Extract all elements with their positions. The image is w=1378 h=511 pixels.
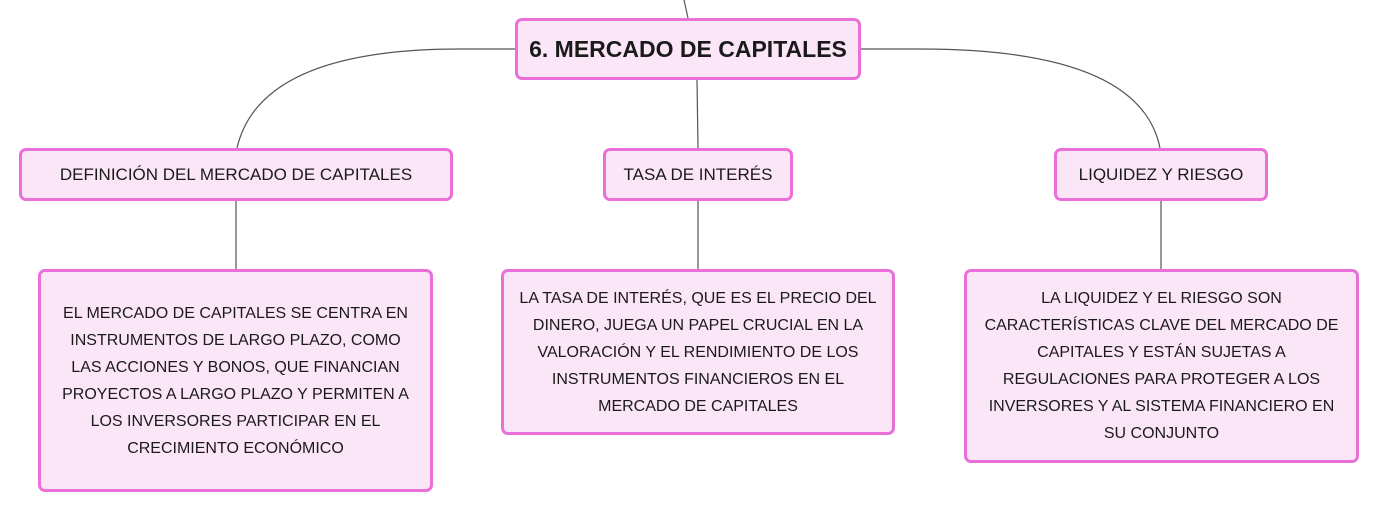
branch-node-definicion[interactable]: DEFINICIÓN DEL MERCADO DE CAPITALES [19,148,453,201]
connector-root-to-tasa [696,79,699,149]
root-label: 6. MERCADO DE CAPITALES [529,35,847,62]
connector-root-to-liquidez [861,48,1161,149]
detail-text: LA LIQUIDEZ Y EL RIESGO SON CARACTERÍSTI… [984,290,1339,442]
branch-label: LIQUIDEZ Y RIESGO [1078,164,1244,184]
detail-text: EL MERCADO DE CAPITALES SE CENTRA EN INS… [62,304,409,457]
detail-node-definicion[interactable]: EL MERCADO DE CAPITALES SE CENTRA EN INS… [38,269,433,492]
detail-node-tasa-de-interes[interactable]: LA TASA DE INTERÉS, QUE ES EL PRECIO DEL… [501,269,895,435]
branch-label: TASA DE INTERÉS [623,164,773,184]
branch-node-tasa-de-interes[interactable]: TASA DE INTERÉS [603,148,793,201]
connector-root-to-definicion [236,48,515,149]
detail-node-liquidez-y-riesgo[interactable]: LA LIQUIDEZ Y EL RIESGO SON CARACTERÍSTI… [964,269,1359,463]
branch-label: DEFINICIÓN DEL MERCADO DE CAPITALES [59,164,413,184]
root-node[interactable]: 6. MERCADO DE CAPITALES [515,18,861,80]
detail-text: LA TASA DE INTERÉS, QUE ES EL PRECIO DEL… [519,289,877,415]
connector-parent-to-root [683,0,689,19]
branch-node-liquidez-y-riesgo[interactable]: LIQUIDEZ Y RIESGO [1054,148,1268,201]
